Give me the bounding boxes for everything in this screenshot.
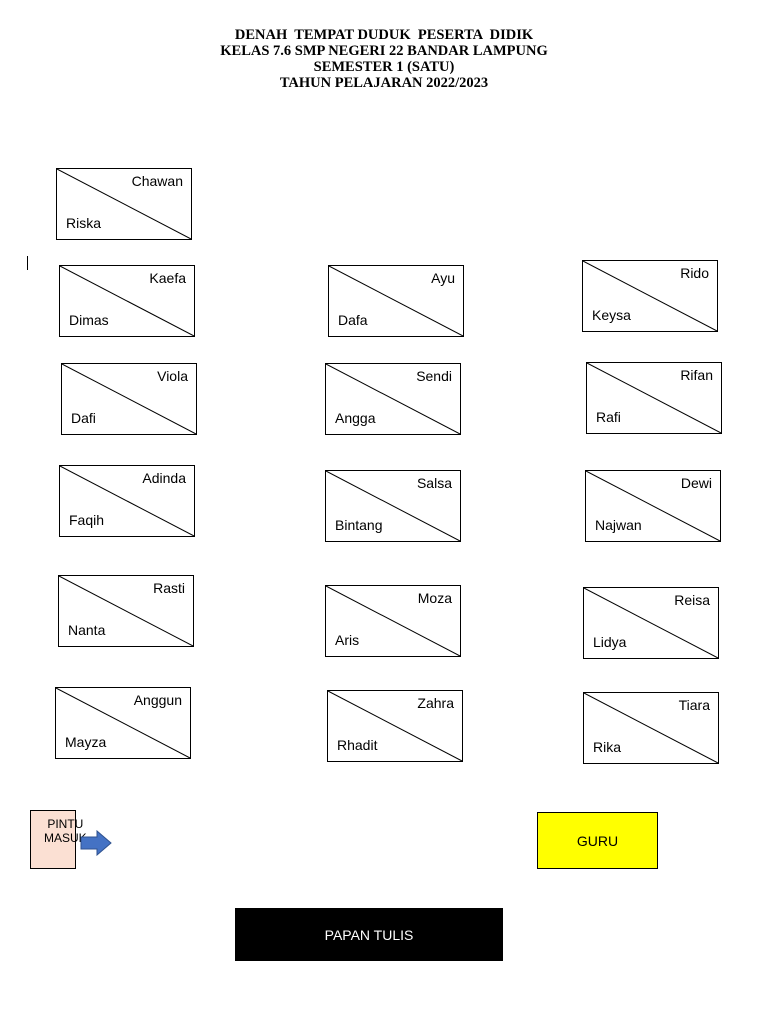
student-name: Dafi [71, 410, 96, 426]
student-name: Zahra [417, 695, 454, 711]
desk: Rasti Nanta [58, 575, 194, 647]
page-title: DENAH TEMPAT DUDUK PESERTA DIDIK KELAS 7… [0, 27, 768, 91]
student-name: Mayza [65, 734, 107, 750]
student-name: Tiara [678, 697, 710, 713]
desk: Tiara Rika [583, 692, 719, 764]
teacher-desk: GURU [537, 812, 658, 869]
desk: Zahra Rhadit [327, 690, 463, 762]
student-name: Aris [335, 632, 360, 648]
student-name: Chawan [131, 173, 183, 189]
student-name: Rhadit [337, 737, 378, 753]
student-name: Viola [157, 368, 188, 384]
student-name: Moza [417, 590, 452, 606]
desk: Salsa Bintang [325, 470, 461, 542]
entrance-label-line-2: MASUK [44, 831, 87, 845]
desk: Ayu Dafa [328, 265, 464, 337]
student-name: Rido [680, 265, 709, 281]
entrance-door-label: PINTU MASUK [44, 817, 87, 845]
student-name: Bintang [335, 517, 383, 533]
student-name: Rika [593, 739, 622, 755]
entrance-label-line-1: PINTU [47, 817, 84, 831]
student-name: Kaefa [149, 270, 186, 286]
student-name: Dewi [680, 475, 712, 491]
whiteboard: PAPAN TULIS [235, 908, 503, 961]
title-line-4: TAHUN PELAJARAN 2022/2023 [279, 75, 489, 91]
title-line-3: SEMESTER 1 (SATU) [313, 59, 455, 75]
desk: Dewi Najwan [585, 470, 721, 542]
student-name: Salsa [416, 475, 452, 491]
desk: Anggun Mayza [55, 687, 191, 759]
desk: Rido Keysa [582, 260, 718, 332]
arrow-right-icon [80, 830, 112, 856]
desk: Chawan Riska [56, 168, 192, 240]
entrance-door [30, 810, 76, 869]
desk: Reisa Lidya [583, 587, 719, 659]
student-name: Riska [66, 215, 102, 231]
desk: Viola Dafi [61, 363, 197, 435]
desk: Kaefa Dimas [59, 265, 195, 337]
desk: Rifan Rafi [586, 362, 722, 434]
student-name: Keysa [592, 307, 631, 323]
student-name: Rafi [596, 409, 621, 425]
desk: Adinda Faqih [59, 465, 195, 537]
student-name: Anggun [133, 692, 182, 708]
student-name: Dafa [338, 312, 368, 328]
student-name: Dimas [69, 312, 109, 328]
student-name: Rifan [680, 367, 713, 383]
student-name: Najwan [595, 517, 642, 533]
student-name: Adinda [142, 470, 186, 486]
title-line-2: KELAS 7.6 SMP NEGERI 22 BANDAR LAMPUNG [220, 43, 548, 59]
student-name: Nanta [68, 622, 106, 638]
desk: Sendi Angga [325, 363, 461, 435]
student-name: Rasti [153, 580, 185, 596]
student-name: Angga [335, 410, 376, 426]
teacher-desk-label: GURU [576, 832, 619, 849]
desk: Moza Aris [325, 585, 461, 657]
student-name: Lidya [593, 634, 627, 650]
text-cursor [27, 256, 28, 270]
student-name: Faqih [69, 512, 105, 528]
title-line-1: DENAH TEMPAT DUDUK PESERTA DIDIK [234, 27, 534, 43]
student-name: Sendi [416, 368, 452, 384]
student-name: Reisa [674, 592, 710, 608]
whiteboard-label: PAPAN TULIS [324, 926, 414, 943]
student-name: Ayu [431, 270, 455, 286]
